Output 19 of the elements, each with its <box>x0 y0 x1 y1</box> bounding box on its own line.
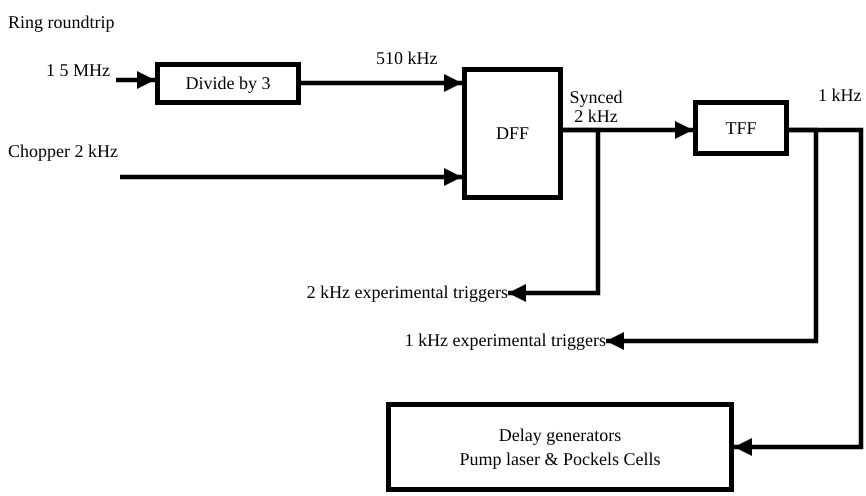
signal-text: Chopper 2 kHz <box>8 141 118 163</box>
box-text: Pump laser & Pockels Cells <box>460 448 660 471</box>
arrow <box>120 168 462 186</box>
arrow <box>116 71 155 89</box>
signal-text: 2 kHz experimental triggers <box>306 282 508 304</box>
process-box <box>462 67 563 200</box>
box-text: DFF <box>496 122 530 146</box>
process-box <box>386 402 734 492</box>
signal-text: 1 5 MHz <box>46 60 110 82</box>
process-box <box>155 62 301 105</box>
signal-text: Ring roundtrip <box>8 12 114 34</box>
box-text: Delay generators <box>498 424 622 447</box>
signal-text: 1 kHz experimental triggers <box>404 330 606 352</box>
box-text: TFF <box>725 116 757 140</box>
arrow <box>301 74 462 92</box>
arrow <box>734 128 864 456</box>
box-text: Divide by 3 <box>186 72 270 96</box>
arrow <box>508 128 600 302</box>
process-box <box>693 100 789 156</box>
